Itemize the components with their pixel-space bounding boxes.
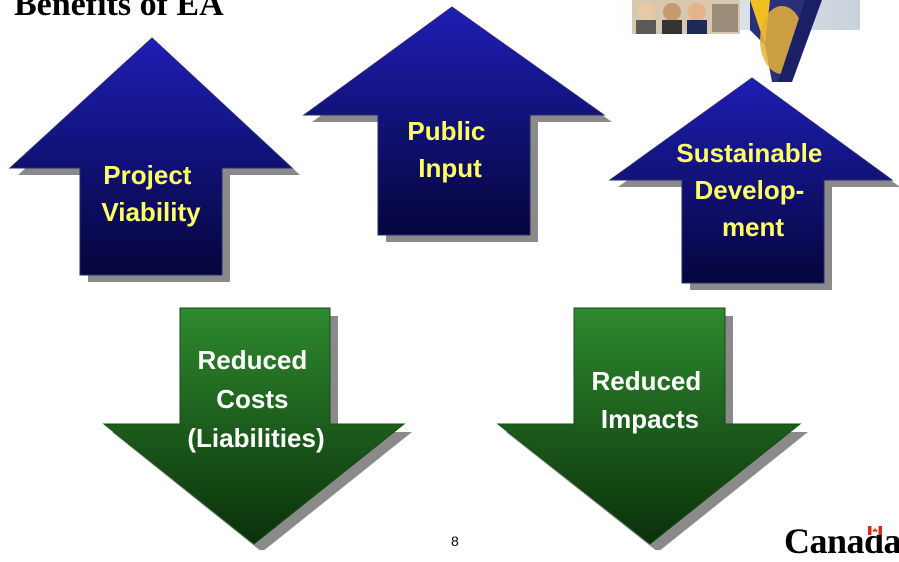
arrow-project-viability: Project Viability xyxy=(8,37,300,282)
arrow-reduced-costs: Reduced Costs (Liabilities) xyxy=(102,307,412,550)
arrow-public-input: Public Input xyxy=(302,6,612,242)
arrow-up-shape xyxy=(302,6,606,236)
canada-flag-icon xyxy=(868,526,882,535)
arrow-label: Reduced Impacts xyxy=(591,366,708,434)
arrow-up-shape xyxy=(8,37,294,276)
arrow-label: Project Viability xyxy=(101,160,201,227)
arrow-down-shape xyxy=(102,307,406,545)
page-number: 8 xyxy=(451,533,459,549)
slide-title: Benefits of EA xyxy=(14,0,224,23)
arrow-label: Sustainable Develop- ment xyxy=(676,138,829,242)
benefits-diagram: Project Viability Public Input Sustainab… xyxy=(8,6,899,550)
arrow-label: Public Input xyxy=(407,116,492,183)
header-photo-collage-icon xyxy=(600,0,860,82)
arrow-down-shape xyxy=(496,307,802,545)
arrow-up-shape xyxy=(608,77,894,284)
arrow-reduced-impacts: Reduced Impacts xyxy=(496,307,808,550)
arrow-sustainable-development: Sustainable Develop- ment xyxy=(608,77,899,290)
arrow-label: Reduced Costs (Liabilities) xyxy=(187,345,324,453)
